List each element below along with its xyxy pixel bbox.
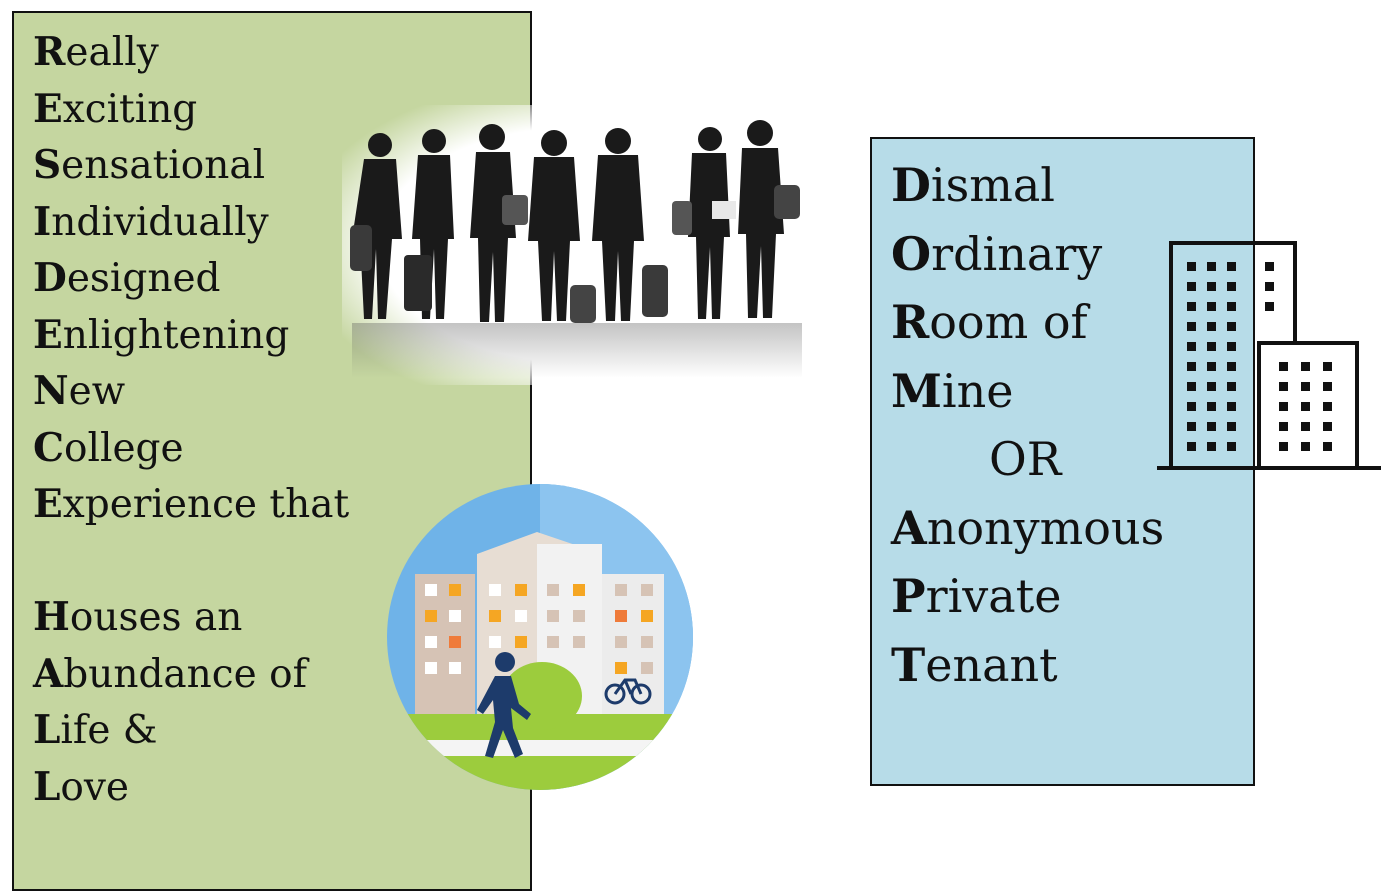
acronym-line: Tenant [891, 637, 1058, 692]
acronym-line: Abundance of [33, 650, 308, 697]
apartment-building-icon [1155, 240, 1383, 472]
acronym-line: New [33, 368, 126, 414]
acronym-line: Dismal [891, 158, 1055, 212]
acronym-line: Experience that [33, 481, 350, 527]
acronym-line [33, 539, 349, 596]
acronym-line: Individually [33, 198, 269, 245]
acronym-line: Houses an [33, 594, 243, 640]
acronym-line: Exciting [33, 85, 198, 132]
acronym-line: Sensational [33, 142, 266, 188]
acronym-line: Really [33, 29, 159, 75]
acronym-line: Mine [891, 363, 1014, 418]
residence-acronym-list: Really Exciting Sensational Individually… [33, 30, 349, 821]
acronym-line: Ordinary [891, 226, 1103, 281]
campus-housing-icon [387, 484, 693, 790]
acronym-line: Life & [33, 707, 158, 753]
acronym-line: College [33, 424, 184, 471]
acronym-line: Love [33, 763, 130, 810]
acronym-line: Anonymous [891, 500, 1165, 555]
or-separator: OR [989, 432, 1062, 486]
right-panel [870, 137, 1255, 786]
acronym-line: Private [891, 569, 1062, 623]
students-silhouette-image [342, 105, 812, 385]
acronym-line: Enlightening [33, 311, 290, 358]
acronym-line: Designed [33, 255, 221, 301]
acronym-line: Room of [891, 295, 1088, 349]
dorm-apt-acronym-list: Dismal Ordinary Room of Mine OR Anonymou… [891, 157, 1164, 705]
